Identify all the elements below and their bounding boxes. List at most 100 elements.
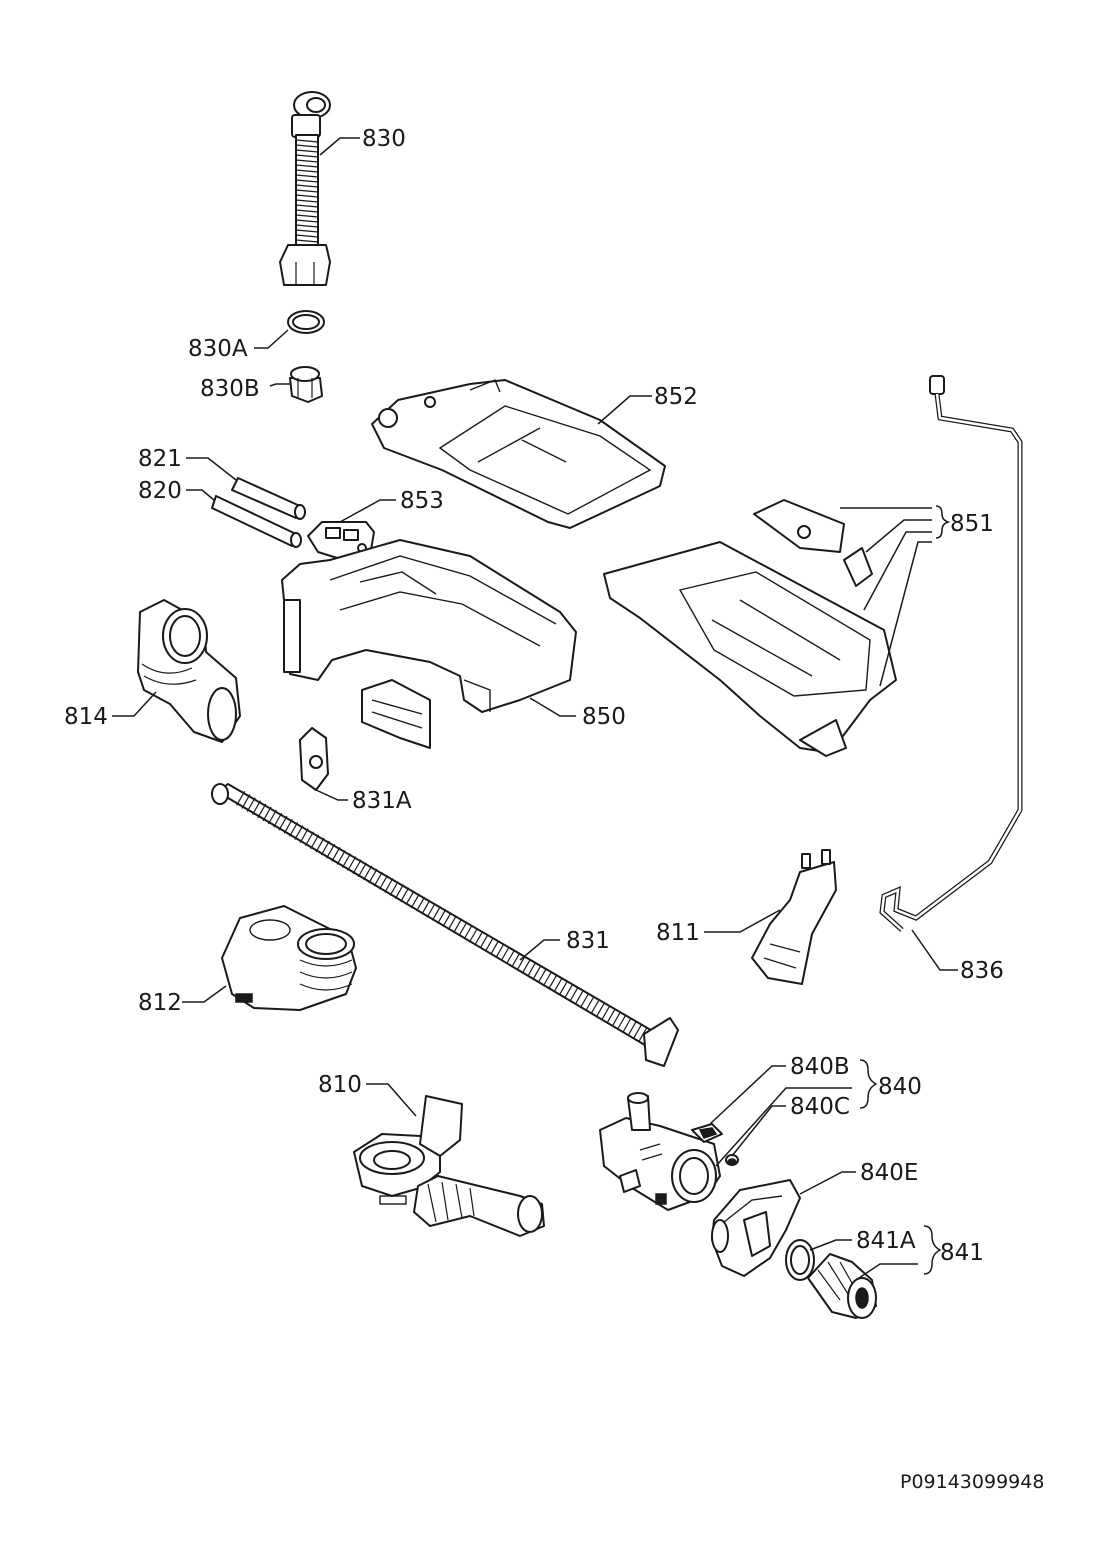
hose-rib — [336, 850, 346, 865]
hose-rib — [304, 831, 314, 847]
hose-rib — [352, 859, 362, 875]
hose-rib — [474, 930, 484, 946]
callout-841A: 841A — [856, 1228, 916, 1254]
hose-rib — [315, 837, 325, 853]
callout-840B: 840B — [790, 1054, 850, 1080]
hose-rib — [262, 806, 272, 822]
callout-812: 812 — [138, 990, 182, 1016]
part-840C-plug — [725, 1154, 739, 1166]
callout-810: 810 — [318, 1072, 362, 1098]
hose-rib — [295, 234, 319, 238]
callout-853: 853 — [400, 488, 444, 514]
hose-rib — [267, 809, 277, 825]
part-840-drain-pump — [599, 1092, 721, 1211]
hose-rib — [326, 843, 336, 859]
hose-rib — [295, 239, 319, 243]
hose-rib — [295, 154, 319, 158]
part-830B-nut — [289, 366, 323, 403]
hose-rib — [363, 865, 373, 881]
hose-rib — [426, 902, 436, 918]
callout-850: 850 — [582, 704, 626, 730]
part-830-hose — [279, 91, 331, 286]
hose-rib — [295, 204, 319, 208]
part-830A-oring — [287, 310, 325, 334]
part-841A-oring — [785, 1239, 815, 1281]
callout-836: 836 — [960, 958, 1004, 984]
hose-rib — [294, 825, 304, 840]
hose-rib — [453, 918, 463, 934]
hose-rib — [442, 912, 452, 927]
callout-840E: 840E — [860, 1160, 918, 1186]
hose-rib — [389, 881, 399, 896]
hose-rib — [295, 179, 319, 183]
hose-rib — [273, 812, 283, 828]
hose-rib — [590, 999, 600, 1014]
part-821-hose — [231, 477, 306, 520]
hose-rib — [601, 1005, 611, 1021]
hose-rib — [283, 819, 293, 834]
callout-830A: 830A — [188, 336, 248, 362]
hose-rib — [431, 906, 441, 921]
hose-rib — [341, 853, 352, 868]
hose-rib — [585, 996, 595, 1011]
callout-821: 821 — [138, 446, 182, 472]
hose-rib — [500, 946, 510, 962]
hose-rib — [373, 871, 383, 887]
callout-841: 841 — [940, 1240, 984, 1266]
hose-rib — [295, 159, 319, 163]
hose-rib — [320, 840, 330, 856]
hose-rib — [564, 983, 574, 999]
hose-rib — [569, 986, 579, 1002]
hose-rib — [295, 189, 319, 193]
hose-rib — [495, 943, 505, 958]
hose-rib — [516, 955, 526, 971]
part-836-pipe — [879, 375, 1023, 932]
hose-rib — [295, 194, 319, 198]
hose-rib — [606, 1008, 616, 1024]
hose-rib — [246, 797, 256, 812]
hose-rib — [310, 834, 320, 850]
hose-rib — [384, 878, 394, 893]
hose-rib — [357, 862, 367, 878]
hose-rib — [289, 822, 299, 837]
hose-rib — [537, 968, 547, 983]
hose-rib — [553, 977, 563, 993]
part-851-detergent-drawer — [603, 499, 897, 757]
hose-rib — [394, 884, 404, 899]
part-831A-bracket — [299, 727, 329, 791]
hose-rib — [295, 229, 319, 233]
hose-rib — [463, 924, 473, 940]
hose-rib — [299, 828, 309, 843]
hose-rib — [236, 791, 246, 806]
hose-rib — [447, 915, 457, 930]
hose-rib — [421, 899, 431, 915]
hose-rib — [295, 149, 319, 153]
hose-rib — [405, 890, 415, 906]
hose-rib — [257, 803, 267, 819]
hose-rib — [278, 815, 288, 831]
callout-820: 820 — [138, 478, 182, 504]
hose-rib — [379, 874, 389, 890]
hose-rib — [400, 887, 410, 903]
hose-rib — [368, 868, 378, 884]
hose-rib — [580, 993, 590, 1008]
hose-rib — [595, 1002, 606, 1018]
hose-rib — [295, 169, 319, 173]
hose-rib — [410, 893, 420, 909]
part-850-dispenser-housing — [281, 539, 577, 749]
hose-rib — [347, 856, 357, 871]
callout-814: 814 — [64, 704, 108, 730]
callout-851: 851 — [950, 511, 994, 537]
hose-rib — [416, 896, 426, 912]
part-840E-pump-cover — [711, 1179, 801, 1277]
hose-rib — [458, 921, 468, 937]
hose-rib — [558, 980, 568, 996]
hose-rib — [437, 909, 447, 924]
hose-rib — [295, 209, 319, 213]
hose-rib — [295, 184, 319, 188]
hose-rib — [611, 1011, 621, 1027]
hose-rib — [295, 214, 319, 218]
callout-840C: 840C — [790, 1094, 850, 1120]
callout-830B: 830B — [200, 376, 260, 402]
